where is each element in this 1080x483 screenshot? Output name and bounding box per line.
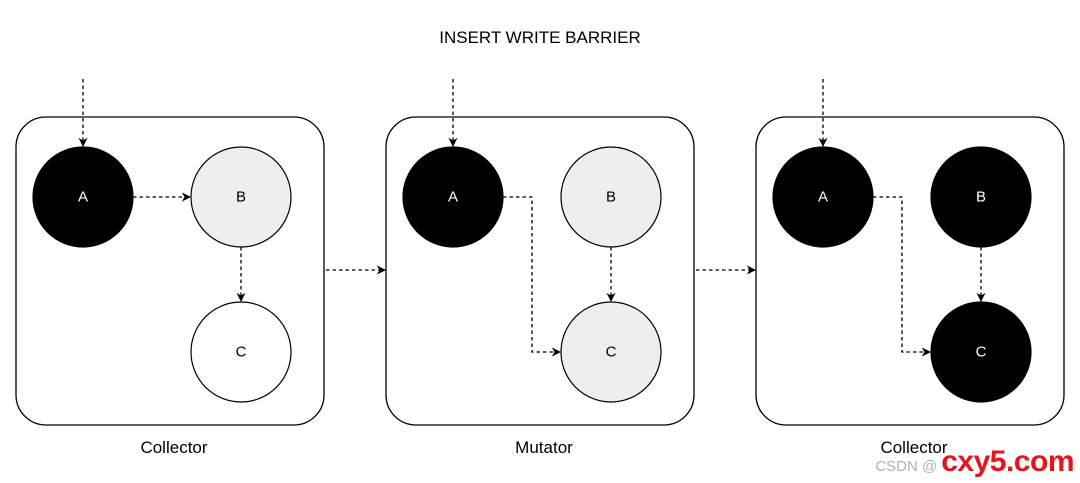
node-circle — [560, 301, 662, 403]
diagram-title: INSERT WRITE BARRIER — [439, 28, 641, 47]
node-label: C — [236, 344, 247, 361]
node-label: A — [448, 189, 458, 206]
node-circle — [190, 146, 292, 248]
node-b: B — [190, 146, 292, 248]
node-b: B — [560, 146, 662, 248]
node-label: C — [976, 344, 987, 361]
node-c: C — [930, 301, 1032, 403]
edge-a-to-c — [873, 196, 931, 357]
watermark: CSDN @ cxy5.com — [875, 445, 1074, 479]
node-circle — [772, 146, 874, 248]
panels: A B C Collector A B C Mutator A B C Collector — [15, 79, 1065, 457]
node-label: A — [78, 189, 88, 206]
panel-caption: Mutator — [515, 438, 573, 457]
node-circle — [560, 146, 662, 248]
node-circle — [32, 146, 134, 248]
node-c: C — [560, 301, 662, 403]
panel-caption: Collector — [880, 438, 947, 457]
panel-2: A B C Mutator — [385, 79, 695, 457]
node-a: A — [32, 146, 134, 248]
node-circle — [190, 301, 292, 403]
watermark-csdn-text: CSDN @ — [875, 458, 938, 475]
node-a: A — [772, 146, 874, 248]
node-a: A — [402, 146, 504, 248]
node-label: A — [818, 189, 828, 206]
node-b: B — [930, 146, 1032, 248]
node-circle — [402, 146, 504, 248]
watermark-site-logo: cxy5.com — [941, 445, 1074, 478]
node-circle — [930, 146, 1032, 248]
node-label: B — [236, 189, 246, 206]
node-c: C — [190, 301, 292, 403]
node-label: C — [606, 344, 617, 361]
node-label: B — [976, 189, 986, 206]
panel-1: A B C Collector — [15, 79, 325, 457]
edge-a-to-c — [503, 196, 561, 357]
panel-caption: Collector — [140, 438, 207, 457]
panel-3: A B C Collector — [755, 79, 1065, 457]
node-circle — [930, 301, 1032, 403]
node-label: B — [606, 189, 616, 206]
